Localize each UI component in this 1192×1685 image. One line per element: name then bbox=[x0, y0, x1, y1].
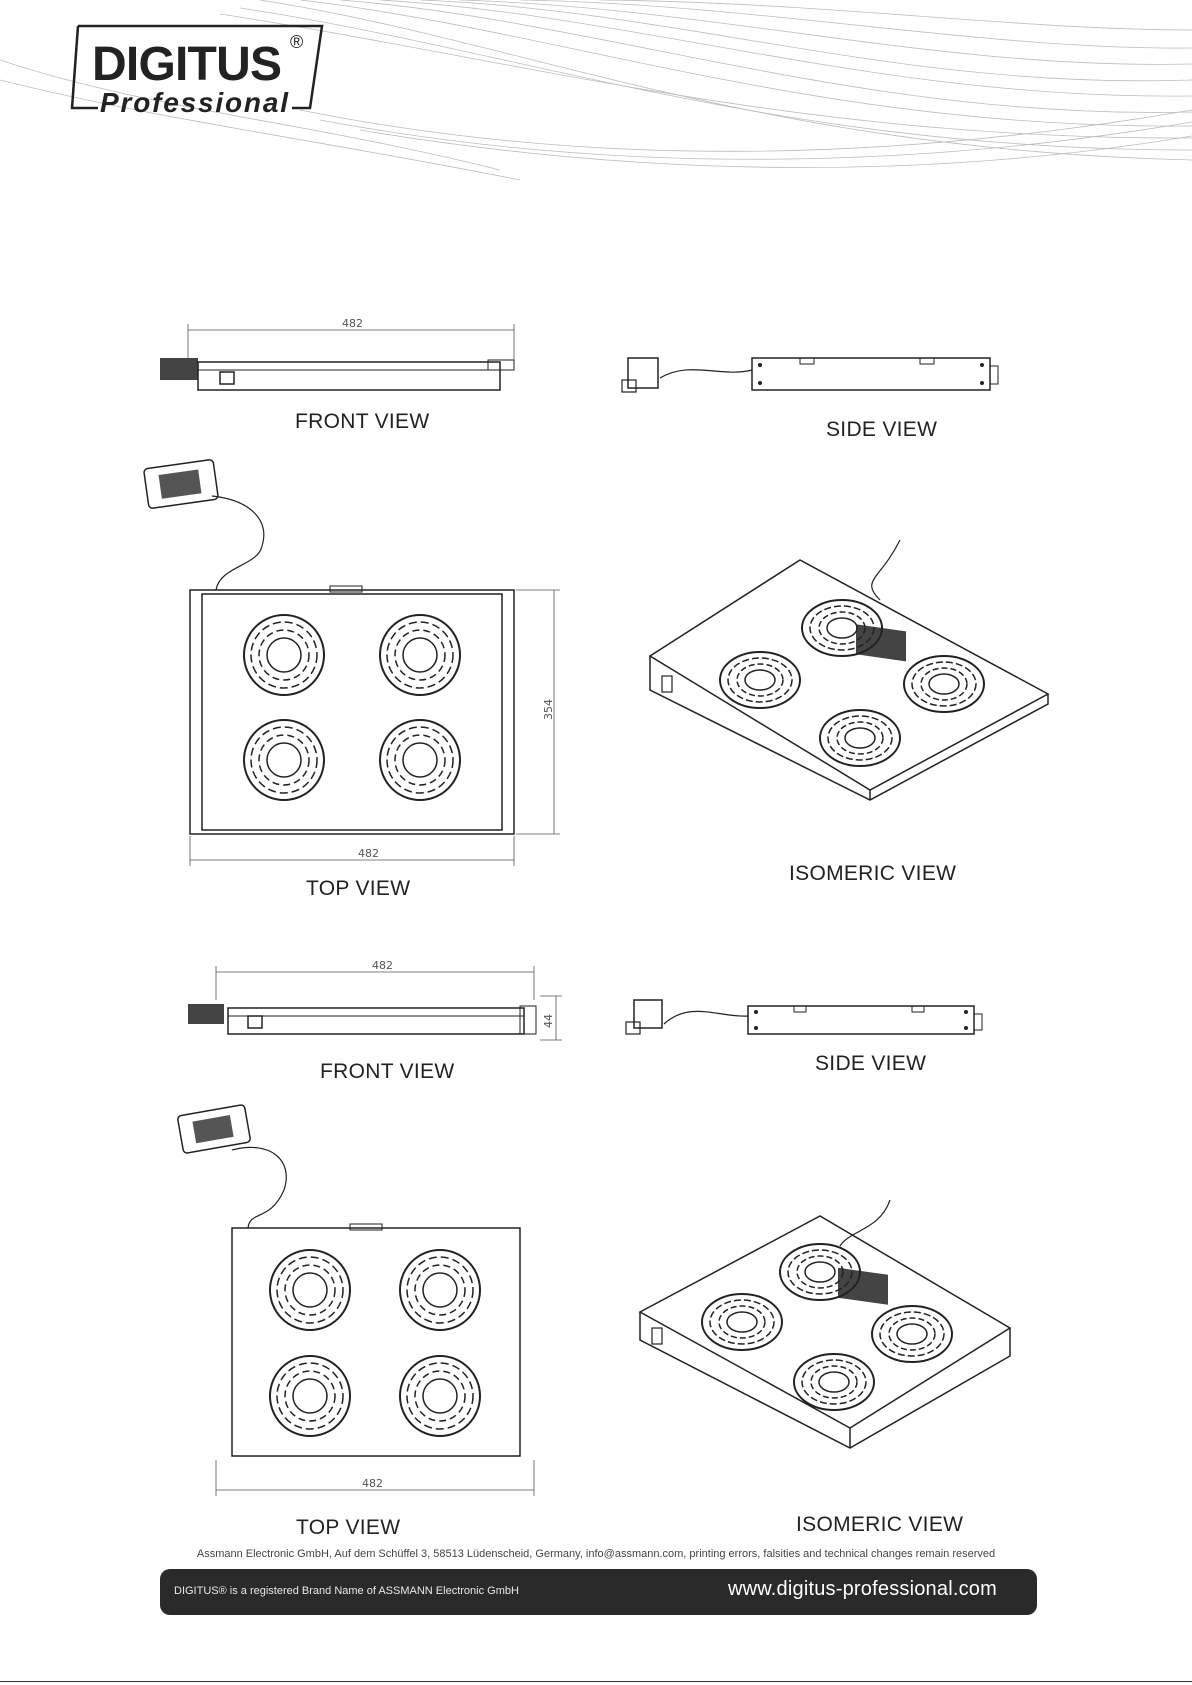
isomeric-view-label-2: ISOMERIC VIEW bbox=[796, 1513, 964, 1536]
header-wave-graphic bbox=[0, 0, 1192, 181]
footer-website-link[interactable]: www.digitus-professional.com bbox=[727, 1578, 997, 1600]
side-view-label-1: SIDE VIEW bbox=[826, 418, 938, 441]
top-view-label-2: TOP VIEW bbox=[296, 1516, 401, 1539]
isometric-view-2-drawing bbox=[638, 1199, 1012, 1449]
svg-text:®: ® bbox=[290, 32, 303, 52]
front-view-1-drawing bbox=[160, 324, 515, 391]
footer-trademark: DIGITUS® is a registered Brand Name of A… bbox=[174, 1585, 519, 1597]
dim-width-front-1: 482 bbox=[342, 317, 363, 330]
technical-drawings: 482 482 354 482 44 482 bbox=[143, 317, 1050, 1496]
top-view-2-drawing bbox=[177, 1104, 535, 1496]
svg-text:DIGITUS: DIGITUS bbox=[92, 38, 282, 91]
dim-depth-top-1: 354 bbox=[542, 699, 555, 720]
top-view-label-1: TOP VIEW bbox=[306, 877, 411, 900]
footer-address: Assmann Electronic GmbH, Auf dem Schüffe… bbox=[196, 1548, 996, 1560]
front-view-label-2: FRONT VIEW bbox=[320, 1060, 455, 1083]
svg-text:Professional: Professional bbox=[100, 87, 289, 117]
top-view-1-drawing bbox=[143, 459, 560, 866]
dim-width-top-1: 482 bbox=[358, 847, 379, 860]
dim-width-front-2: 482 bbox=[372, 959, 393, 972]
digitus-professional-logo: DIGITUS ® Professional bbox=[70, 22, 332, 118]
isomeric-view-label-1: ISOMERIC VIEW bbox=[789, 862, 957, 885]
page-bottom-rule bbox=[0, 1681, 1192, 1682]
side-view-label-2: SIDE VIEW bbox=[815, 1052, 927, 1075]
side-view-2-drawing bbox=[625, 999, 983, 1035]
dim-height-front-2: 44 bbox=[542, 1014, 555, 1028]
isometric-view-1-drawing bbox=[648, 539, 1050, 801]
dim-width-top-2: 482 bbox=[362, 1477, 383, 1490]
front-view-2-drawing bbox=[188, 966, 562, 1041]
side-view-1-drawing bbox=[621, 357, 999, 393]
front-view-label-1: FRONT VIEW bbox=[295, 410, 430, 433]
footer-bar: DIGITUS® is a registered Brand Name of A… bbox=[160, 1569, 1037, 1615]
